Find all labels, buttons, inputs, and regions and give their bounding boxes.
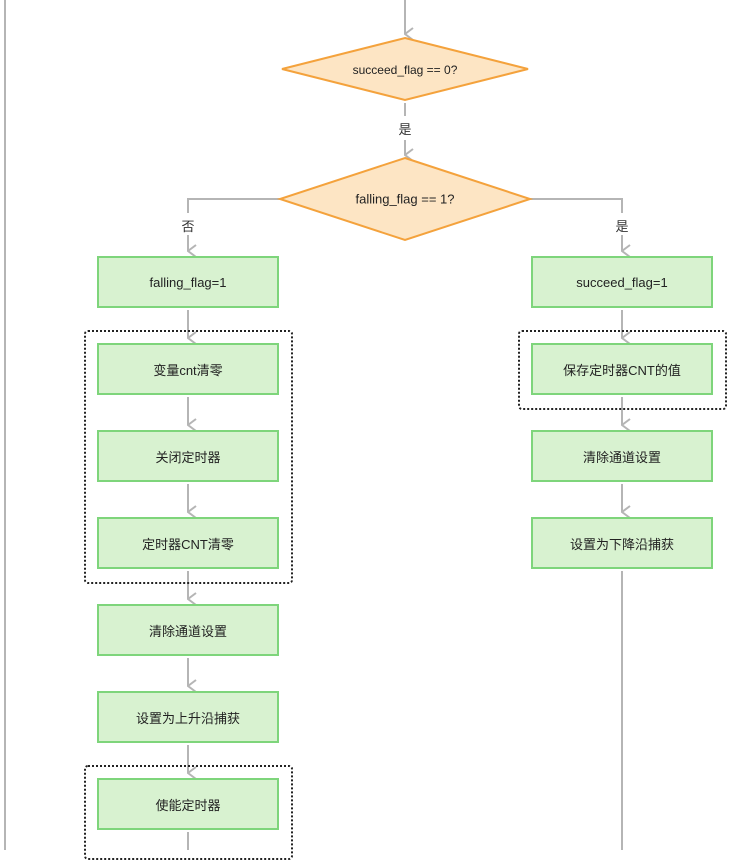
succeed-flag-diamond-text: succeed_flag == 0? (352, 63, 458, 77)
step-set-rising-capture: 设置为上升沿捕获 (97, 691, 279, 743)
falling-yes-label: 是 (612, 216, 632, 235)
step-enable-timer: 使能定时器 (97, 778, 279, 830)
step-clear-timer-cnt: 定时器CNT清零 (97, 517, 279, 569)
right-group-save (518, 330, 727, 410)
step-disable-timer: 关闭定时器 (97, 430, 279, 482)
falling-no-label: 否 (178, 216, 198, 235)
step-clear-channel-right: 清除通道设置 (531, 430, 713, 482)
succeed-flag-diamond (281, 36, 529, 102)
falling-flag-diamond (276, 156, 534, 242)
falling-yes-line (530, 198, 623, 213)
step-save-timer-cnt: 保存定时器CNT的值 (531, 343, 713, 395)
succeed-yes-label: 是 (395, 119, 415, 138)
step-set-succeed-flag: succeed_flag=1 (531, 256, 713, 308)
falling-flag-diamond-text: falling_flag == 1? (355, 191, 455, 207)
falling-no-line (187, 198, 282, 213)
step-set-falling-flag: falling_flag=1 (97, 256, 279, 308)
left-group-reset (84, 330, 293, 584)
step-clear-channel-left: 清除通道设置 (97, 604, 279, 656)
step-set-falling-capture: 设置为下降沿捕获 (531, 517, 713, 569)
step-clear-cnt-variable: 变量cnt清零 (97, 343, 279, 395)
